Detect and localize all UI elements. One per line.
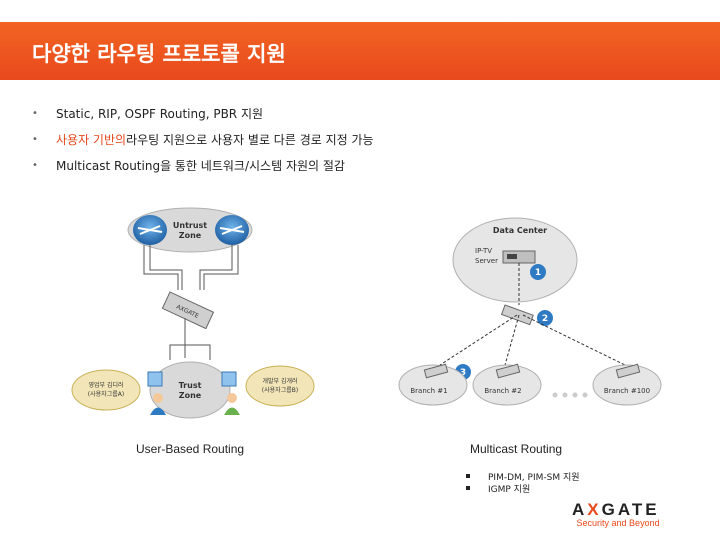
square-bullet-icon — [466, 474, 470, 478]
branch-1-label: Branch #1 — [410, 387, 447, 395]
untrust-zone-label-line2: Zone — [179, 231, 202, 240]
branch-100-label: Branch #100 — [604, 387, 650, 395]
data-center-label: Data Center — [493, 226, 547, 235]
list-item-text: PIM-DM, PIM-SM 지원 — [488, 472, 580, 483]
branch-zone — [472, 364, 542, 406]
iptv-label-line1: IP-TV — [475, 247, 492, 255]
untrust-zone-label-line1: Untrust — [173, 221, 207, 230]
user-group-b-bubble — [245, 365, 315, 407]
branch-2-label: Branch #2 — [484, 387, 521, 395]
left-caption: User-Based Routing — [136, 442, 245, 456]
branch-device-icon — [423, 363, 449, 379]
bullet-text: 라우팅 지원으로 사용자 별로 다른 경로 지정 가능 — [126, 132, 374, 147]
branch-zone — [398, 364, 468, 406]
trust-zone-label-line2: Zone — [179, 391, 202, 400]
ellipsis-dot — [582, 392, 588, 398]
step-3-label: 3 — [460, 368, 466, 378]
title-bar — [0, 22, 720, 80]
router-icon — [215, 215, 249, 245]
bullet-icon: • — [32, 107, 38, 119]
branch-zone — [592, 364, 662, 406]
bullet-item: • Multicast Routing을 통한 네트워크/시스템 자원의 절감 — [32, 152, 374, 178]
bullet-text: Multicast Routing을 통한 네트워크/시스템 자원의 절감 — [56, 158, 345, 173]
server-icon — [502, 250, 536, 264]
router-icon — [133, 215, 167, 245]
logo-tagline: Security and Beyond — [576, 518, 660, 528]
page-title: 다양한 라우팅 프로토콜 지원 — [32, 42, 286, 66]
trust-zone — [149, 361, 231, 419]
bullet-icon: • — [32, 159, 38, 171]
ellipsis-dot — [572, 392, 578, 398]
user-group-a-line2: (사용자그룹A) — [88, 390, 124, 398]
list-item: IGMP 지원 — [466, 482, 580, 495]
bullet-icon: • — [32, 133, 38, 145]
trust-zone-label-line1: Trust — [179, 381, 202, 390]
ellipsis-dot — [552, 392, 558, 398]
logo-text-x: X — [587, 500, 602, 519]
multicast-feature-list: PIM-DM, PIM-SM 지원 IGMP 지원 — [466, 470, 580, 495]
right-caption: Multicast Routing — [470, 442, 563, 456]
user-based-routing-diagram: Untrust Zone AXGATE Trust Zone 영업부 김디러 (… — [71, 207, 315, 419]
user-b-icon — [221, 371, 240, 415]
ellipsis-dot — [562, 392, 568, 398]
branch-device-icon — [495, 363, 521, 379]
user-group-a-line1: 영업부 김디러 — [88, 381, 123, 389]
bullet-item: • Static, RIP, OSPF Routing, PBR 지원 — [32, 100, 374, 126]
multicast-routing-diagram: Data Center IP-TV Server 1 2 3 Branch #1… — [398, 217, 662, 406]
list-item: PIM-DM, PIM-SM 지원 — [466, 470, 580, 483]
iptv-label-line2: Server — [475, 257, 498, 265]
user-group-b-line1: 개발부 김개러 — [262, 377, 297, 385]
square-bullet-icon — [466, 486, 470, 490]
step-badge — [537, 310, 553, 326]
logo-text-gate: GATE — [601, 500, 660, 519]
branch-device-icon — [615, 363, 641, 379]
bullet-list: • Static, RIP, OSPF Routing, PBR 지원 • 사용… — [32, 100, 374, 178]
list-item-text: IGMP 지원 — [488, 484, 531, 495]
step-1-label: 1 — [535, 268, 541, 278]
axgate-device-icon — [500, 304, 534, 326]
user-a-icon — [147, 371, 166, 415]
bullet-item: • 사용자 기반의 라우팅 지원으로 사용자 별로 다른 경로 지정 가능 — [32, 126, 374, 152]
axgate-logo: AXGATE Security and Beyond — [572, 500, 660, 528]
bullet-highlight: 사용자 기반의 — [56, 132, 127, 147]
axgate-device-icon: AXGATE — [161, 291, 215, 330]
step-badge — [530, 264, 546, 280]
user-group-b-line2: (사용자그룹B) — [262, 386, 298, 394]
step-2-label: 2 — [542, 314, 548, 324]
user-group-a-bubble — [71, 369, 141, 411]
bullet-text: Static, RIP, OSPF Routing, PBR 지원 — [56, 106, 264, 121]
logo-text-a: A — [572, 500, 588, 519]
